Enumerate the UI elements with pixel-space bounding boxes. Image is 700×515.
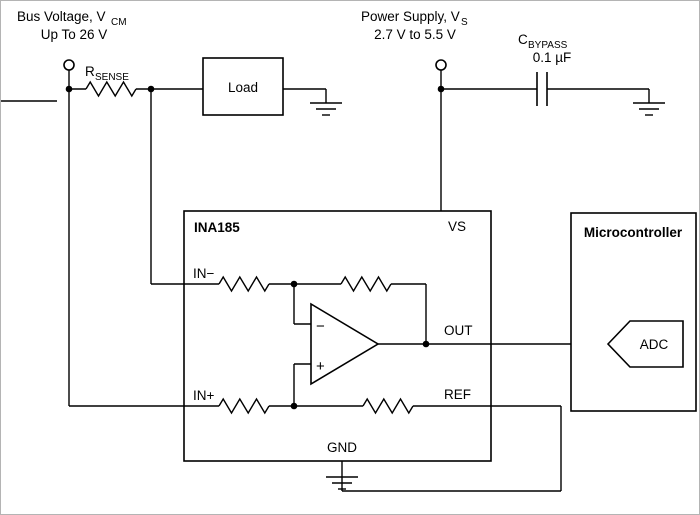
in-minus-input-resistor [218, 275, 270, 293]
load-box [202, 57, 284, 116]
ina185-pin-gnd-label: GND [327, 440, 357, 455]
cbypass-value-label: 0.1 µF [533, 50, 572, 65]
opamp-minus-sign: − [316, 318, 325, 335]
junction-dot-output [422, 340, 430, 348]
bus-voltage-label-subscript: CM [111, 17, 127, 28]
power-supply-label: Power Supply, V [361, 9, 460, 24]
in-plus-input-resistor [218, 397, 270, 415]
opamp-triangle [310, 302, 380, 386]
power-supply-label-subscript: S [461, 17, 468, 28]
cbypass-label-subscript: BYPASS [528, 40, 568, 51]
adc-label: ADC [640, 337, 669, 352]
ina185-title: INA185 [194, 220, 240, 235]
microcontroller-box [570, 212, 697, 412]
junction-dot-bus [65, 85, 73, 93]
cap-ground-symbol [633, 89, 665, 116]
ina185-pin-vs-label: VS [448, 219, 466, 234]
opamp-plus-sign: + [316, 358, 325, 375]
rsense-label: R [85, 64, 95, 79]
junction-dot-supply [437, 85, 445, 93]
ina185-pin-ref-label: REF [444, 387, 471, 402]
bus-voltage-terminal [63, 59, 75, 71]
ref-resistor [362, 397, 414, 415]
gnd-ground-symbol [326, 476, 358, 490]
ina185-pin-in-minus-label: IN− [193, 266, 215, 281]
load-label: Load [228, 80, 258, 95]
adc-block [606, 320, 684, 368]
cbypass-label: C [518, 32, 528, 47]
junction-dot-rsense-load [147, 85, 155, 93]
ina185-pin-in-plus-label: IN+ [193, 388, 215, 403]
rsense-label-subscript: SENSE [95, 72, 129, 83]
microcontroller-title: Microcontroller [584, 225, 683, 240]
load-ground-symbol [310, 89, 342, 116]
bus-voltage-label: Bus Voltage, V [17, 9, 106, 24]
ina185-pin-out-label: OUT [444, 323, 473, 338]
power-supply-range-label: 2.7 V to 5.5 V [374, 27, 456, 42]
bus-voltage-range-label: Up To 26 V [41, 27, 108, 42]
junction-dot-in-plus [290, 402, 298, 410]
junction-dot-in-minus [290, 280, 298, 288]
power-supply-terminal [435, 59, 447, 71]
feedback-resistor [340, 275, 392, 293]
rsense-resistor [85, 80, 137, 98]
